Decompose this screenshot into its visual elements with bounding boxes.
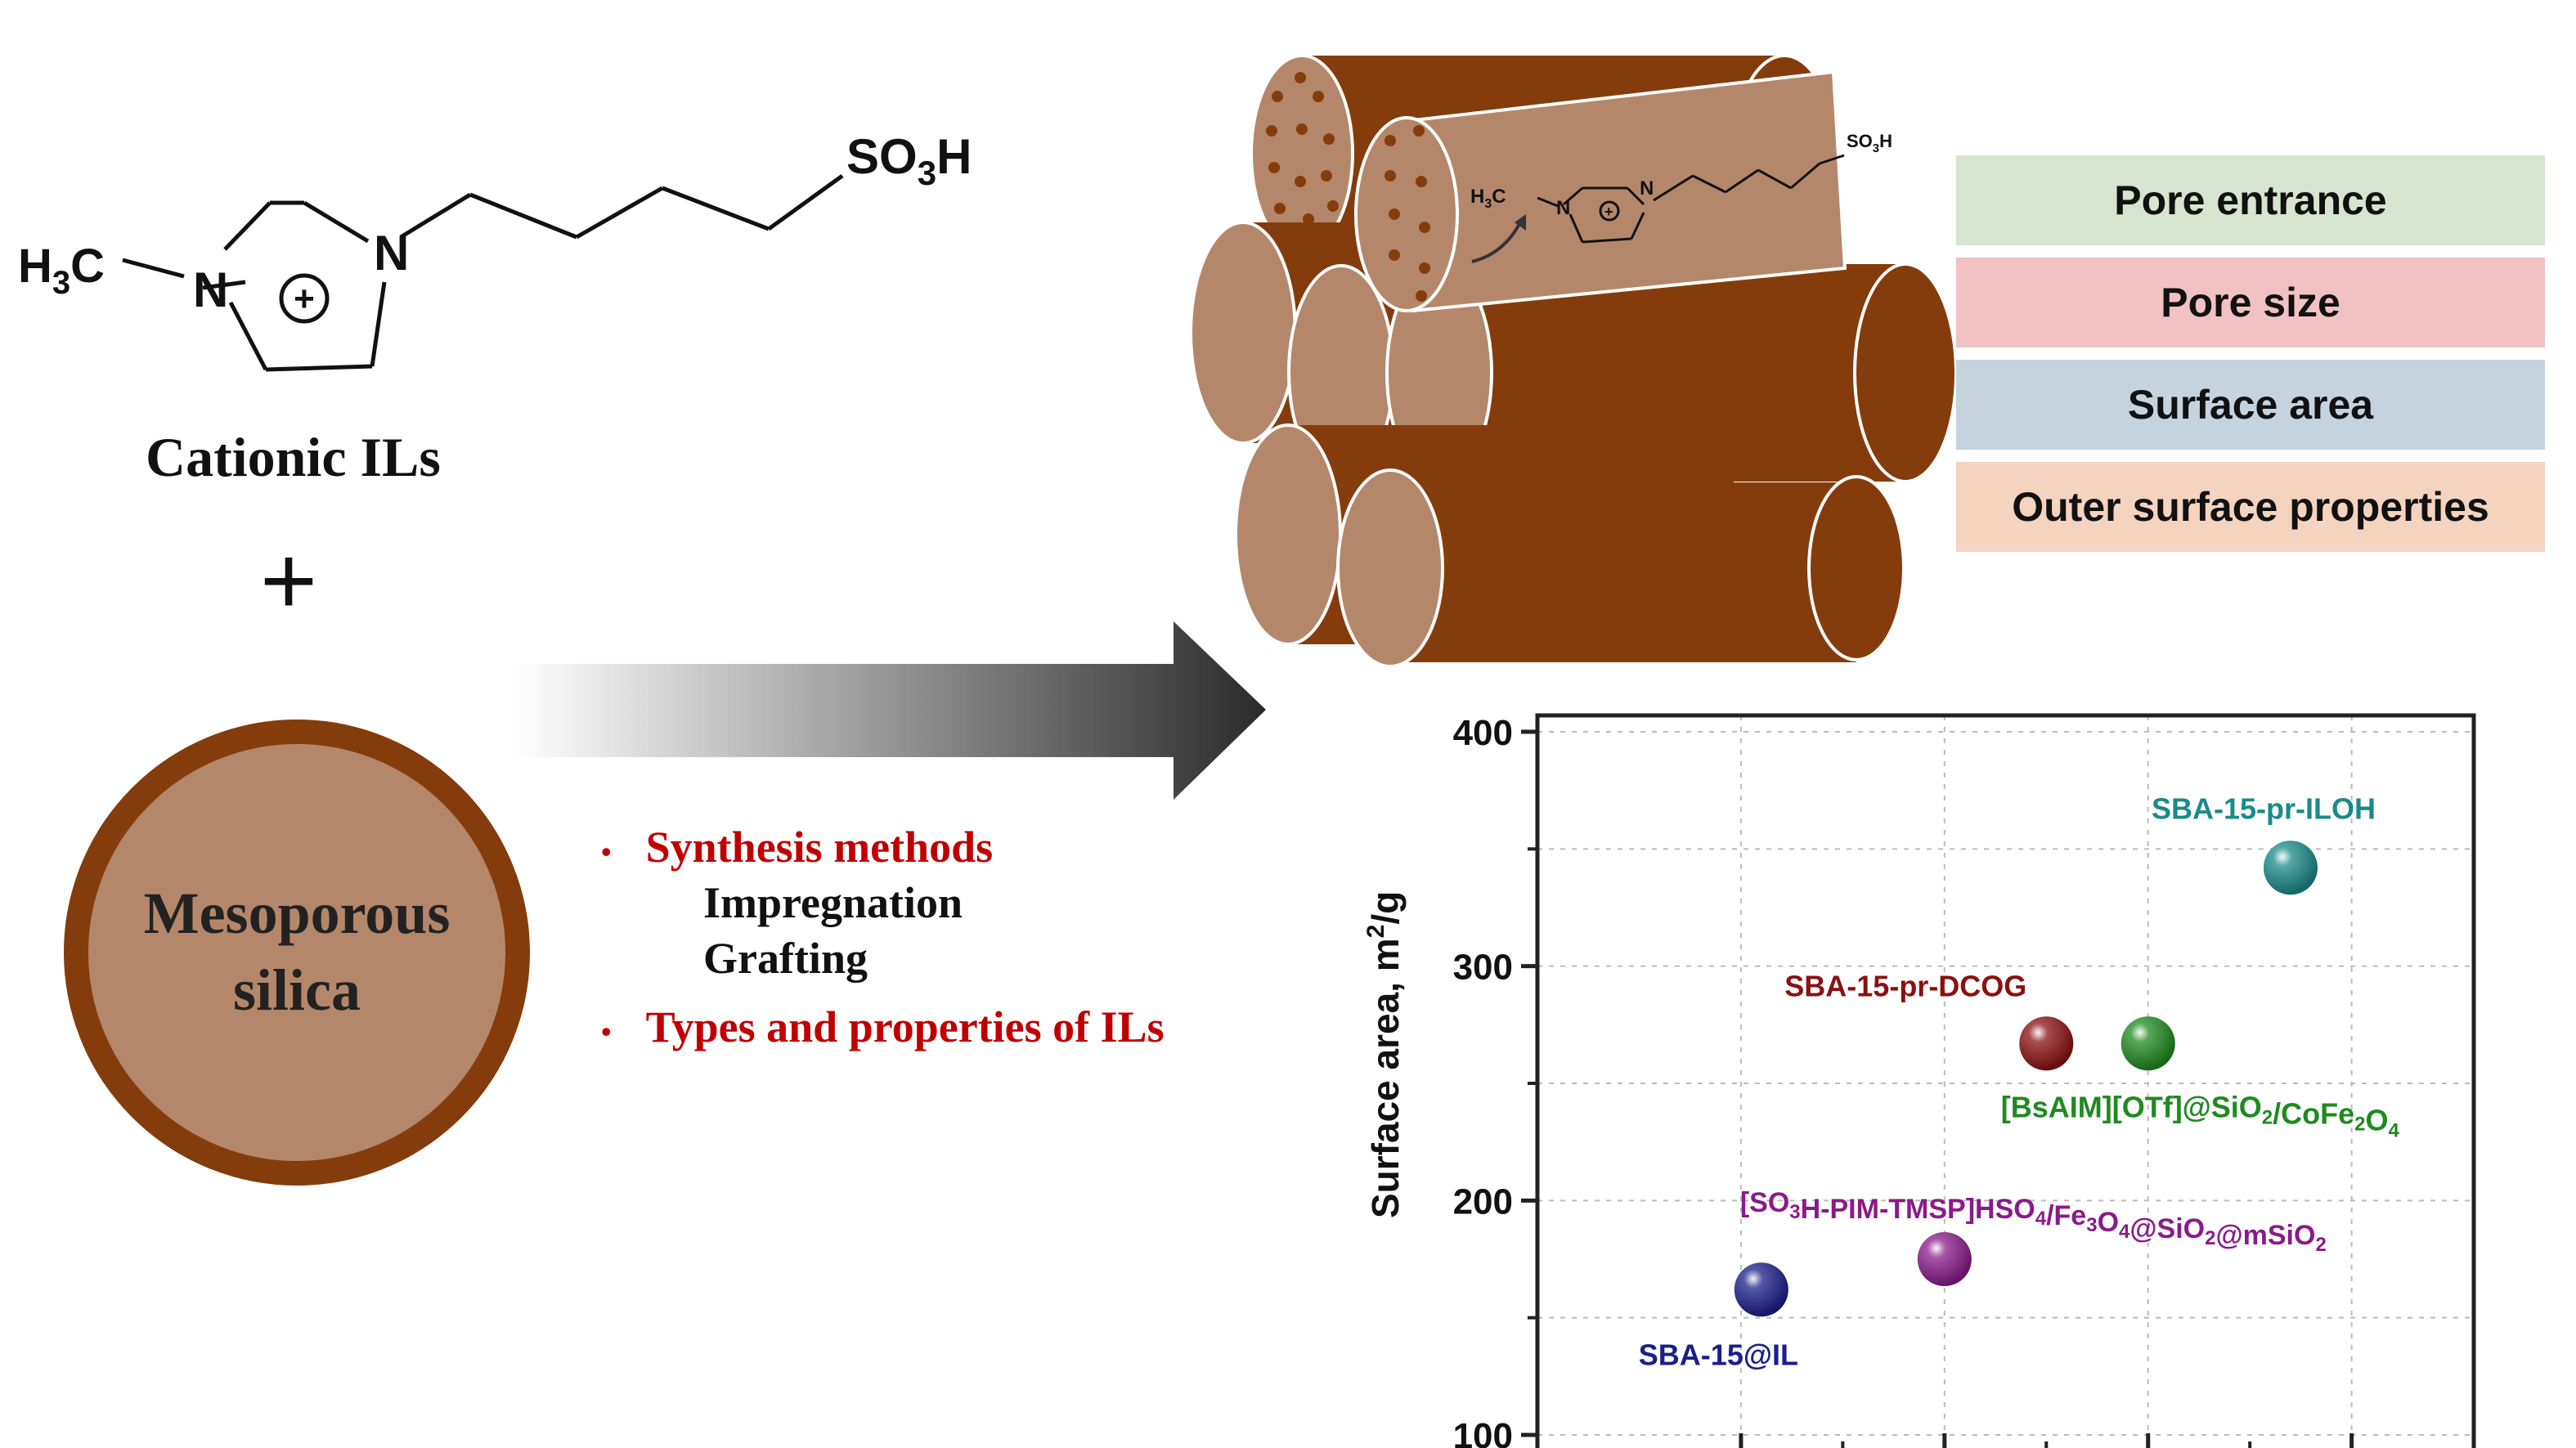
mesoporous-silica-circle: Mesoporous silica: [64, 720, 530, 1186]
silica-label-line1: Mesoporous: [143, 881, 451, 947]
y-tick-label: 300: [1453, 948, 1513, 988]
property-label: Pore size: [2161, 280, 2340, 325]
data-point: [1734, 1262, 1788, 1317]
chart-grid: [1537, 715, 2474, 1448]
bottom-right-cylinder-face: [1336, 468, 1444, 668]
point-label: [SO3H-PIM-TMSP]HSO4/Fe3O4@SiO2@mSiO2: [1740, 1187, 2327, 1256]
property-outer-surface: Outer surface properties: [1956, 462, 2545, 552]
data-point: [1917, 1232, 1972, 1286]
data-point-shine: [1734, 1262, 1788, 1317]
y-axis-label: Surface area, m2/g: [1362, 891, 1407, 1218]
data-point-shine: [1917, 1232, 1972, 1286]
silica-label-line2: silica: [233, 957, 361, 1023]
synthesis-title: Synthesis methods: [645, 823, 994, 872]
mid-right-cylinder-face: [1385, 262, 1493, 483]
point-label: SBA-15-pr-ILOH: [2152, 791, 2376, 825]
cylinder-n2-label: N: [1640, 177, 1654, 199]
x-axis: [1739, 1433, 2354, 1448]
types-title: Types and properties of ILs: [645, 1002, 1165, 1051]
synthesis-item-impregnation: Impregnation: [703, 878, 963, 927]
svg-text:+: +: [1604, 204, 1613, 220]
y-tick-label: 200: [1453, 1181, 1513, 1222]
data-point-shine: [2019, 1016, 2074, 1071]
y-tick-label: 100: [1453, 1416, 1513, 1448]
bullet-synthesis: • Synthesis methods: [601, 823, 994, 872]
data-point: [2019, 1016, 2074, 1071]
methyl-label: H3C: [18, 240, 105, 301]
bullet-list: • Synthesis methods Impregnation Graftin…: [601, 822, 1165, 1052]
n2-label: N: [374, 226, 409, 280]
cylinder-sulfonic-label: SO3H: [1847, 131, 1892, 155]
chart-points: [1734, 841, 2318, 1317]
point-labels: SBA-15@IL [SO3H-PIM-TMSP]HSO4/Fe3O4@SiO2@…: [1639, 791, 2400, 1371]
point-label: SBA-15-pr-DCOG: [1784, 969, 2026, 1002]
cylinder-n1-label: N: [1556, 197, 1570, 219]
back-cylinder-face: [1250, 54, 1354, 253]
y-axis: 100 200 300 400: [1453, 713, 1537, 1448]
pore-dots: [1266, 72, 1430, 302]
y-tick-label: 400: [1453, 713, 1513, 753]
property-surface-area: Surface area: [1956, 360, 2545, 450]
front-cylinder-face: [1354, 116, 1459, 312]
property-pore-entrance: Pore entrance: [1956, 155, 2545, 245]
cationic-ils-label: Cationic ILs: [146, 426, 441, 488]
bottom-left-cylinder-face: [1234, 424, 1342, 646]
n1-label: N: [193, 262, 228, 317]
property-pore-size: Pore size: [1956, 258, 2545, 347]
mid-center-cylinder-face: [1287, 264, 1395, 480]
property-label: Pore entrance: [2114, 177, 2387, 223]
sulfonic-acid-label: SO3H: [846, 129, 972, 192]
plus-sign: +: [260, 526, 318, 635]
data-point: [2263, 841, 2318, 895]
property-label: Surface area: [2127, 382, 2374, 428]
cylinder-methyl-label: H3C: [1470, 186, 1506, 211]
point-label: [BsAIM][OTf]@SiO2/CoFe2O4: [2001, 1090, 2400, 1141]
plot-frame: [1535, 713, 2476, 1448]
property-label: Outer surface properties: [2012, 484, 2489, 530]
data-point-shine: [2263, 841, 2318, 895]
bullet-types: • Types and properties of ILs: [601, 1002, 1165, 1051]
data-point: [2120, 1016, 2175, 1071]
positive-charge-label: +: [294, 279, 315, 319]
data-point-shine: [2120, 1016, 2175, 1071]
point-label: SBA-15@IL: [1639, 1338, 1798, 1371]
mid-left-cylinder-face: [1189, 221, 1297, 445]
synthesis-item-grafting: Grafting: [703, 934, 868, 983]
